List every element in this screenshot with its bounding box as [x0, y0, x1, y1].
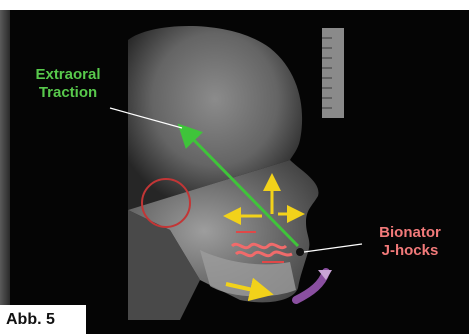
- j-hook-point: [296, 248, 304, 256]
- figure-number: Abb. 5: [0, 305, 86, 334]
- bionator-leader-line: [304, 244, 362, 252]
- extraoral-label-line1: Extraoral: [22, 66, 114, 84]
- upper-teeth-wave: [232, 244, 286, 247]
- extraoral-label-line2: Traction: [22, 84, 114, 102]
- bionator-label-line1: Bionator: [364, 224, 456, 242]
- ruler-scale: [322, 28, 344, 118]
- bionator-label-line2: J-hocks: [364, 242, 456, 260]
- bionator-label: Bionator J-hocks: [364, 224, 456, 260]
- extraoral-traction-label: Extraoral Traction: [22, 66, 114, 102]
